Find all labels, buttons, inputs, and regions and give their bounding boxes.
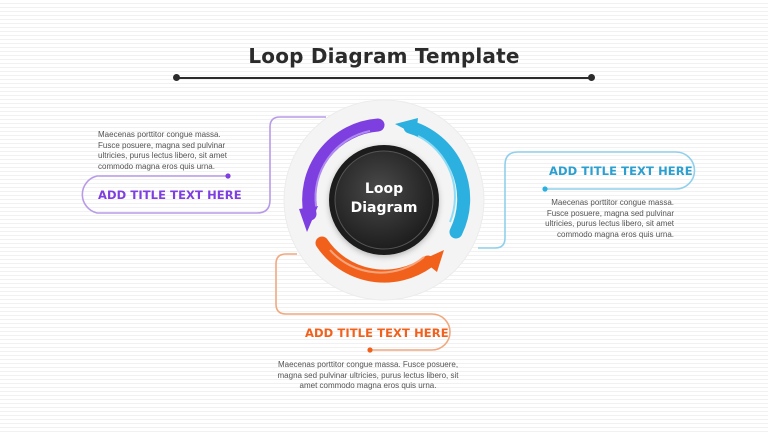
- hub-label-line2: Diagram: [350, 200, 418, 216]
- arrow-arc-purple: [302, 118, 385, 221]
- card-right-title: ADD TITLE TEXT HERE: [549, 164, 693, 178]
- card-right-body-line: Maecenas porttitor congue massa.: [551, 198, 674, 207]
- card-left-body-line: Fusce posuere, magna sed pulvinar: [98, 140, 226, 150]
- slide-title: Loop Diagram Template: [248, 44, 520, 68]
- card-bottom-body-line: amet commodo magna eros quis urna.: [299, 381, 437, 390]
- arrow-arc-blue: [403, 120, 471, 239]
- arrow-arc-blue-highlight: [417, 135, 456, 223]
- arrow-arc-orange-highlight: [329, 249, 425, 274]
- connector-left-dot: [225, 173, 231, 179]
- connector-right-dot: [542, 186, 548, 192]
- card-right-body-line: commodo magna eros quis urna.: [557, 229, 674, 239]
- hub-label: Loop Diagram: [334, 180, 434, 218]
- card-bottom-body-line: Maecenas porttitor congue massa. Fusce p…: [277, 360, 459, 369]
- arrowhead-blue: [395, 118, 418, 135]
- arrow-arc-orange: [315, 236, 435, 283]
- title-underline-dot-left: [173, 74, 180, 81]
- connector-left: [81, 116, 326, 214]
- card-bottom-body-line: magna sed pulvinar ultricies, purus lect…: [277, 370, 459, 380]
- title-underline-dot-right: [588, 74, 595, 81]
- connector-bottom-dot: [367, 347, 373, 353]
- card-bottom-body: Maecenas porttitor congue massa. Fusce p…: [258, 360, 478, 392]
- hub-label-line1: Loop: [364, 181, 404, 197]
- title-underline: [176, 77, 592, 79]
- card-left-body: Maecenas porttitor congue massa. Fusce p…: [98, 130, 268, 172]
- card-left-body-line: commodo magna eros quis urna.: [98, 161, 215, 171]
- connector-right: [478, 151, 696, 249]
- card-bottom-title: ADD TITLE TEXT HERE: [305, 326, 449, 340]
- hub-core: [334, 150, 434, 250]
- card-left-title: ADD TITLE TEXT HERE: [98, 188, 242, 202]
- card-right-body-line: Fusce posuere, magna sed pulvinar: [546, 208, 674, 218]
- card-right-body-line: ultricies, purus lectus libero, sit amet: [545, 219, 674, 228]
- arrowhead-purple: [299, 206, 318, 232]
- card-left-body-line: Maecenas porttitor congue massa.: [98, 130, 221, 139]
- card-left-body-line: ultricies, purus lectus libero, sit amet: [98, 151, 227, 160]
- arrow-arc-purple-highlight: [314, 130, 371, 207]
- connector-bottom: [275, 253, 451, 351]
- arrowhead-orange: [422, 250, 444, 272]
- card-right-body: Maecenas porttitor congue massa. Fusce p…: [500, 198, 674, 240]
